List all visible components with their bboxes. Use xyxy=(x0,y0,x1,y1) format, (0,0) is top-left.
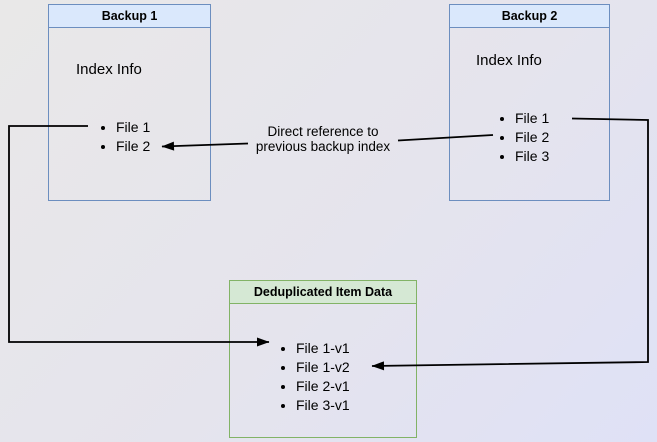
node-backup-2: Backup 2 Index Info File 1 File 2 File 3 xyxy=(449,4,610,201)
list-item: File 3-v1 xyxy=(296,396,350,415)
list-item: File 1 xyxy=(116,118,150,137)
backup-2-index-info-label: Index Info xyxy=(476,52,542,69)
node-deduplicated-item-data-title: Deduplicated Item Data xyxy=(230,281,416,304)
node-deduplicated-item-data: Deduplicated Item Data File 1-v1 File 1-… xyxy=(229,280,417,438)
dedup-file-list: File 1-v1 File 1-v2 File 2-v1 File 3-v1 xyxy=(296,339,350,415)
connector-label-line1: Direct reference to xyxy=(267,124,379,139)
backup-1-index-info-label: Index Info xyxy=(76,61,142,78)
list-item: File 1-v1 xyxy=(296,339,350,358)
list-item: File 2 xyxy=(515,128,549,147)
connector-label: Direct reference to previous backup inde… xyxy=(238,124,408,154)
list-item: File 1-v2 xyxy=(296,358,350,377)
node-backup-1: Backup 1 Index Info File 1 File 2 xyxy=(48,4,211,201)
node-backup-2-title: Backup 2 xyxy=(450,5,609,28)
backup-1-file-list: File 1 File 2 xyxy=(116,118,150,156)
list-item: File 3 xyxy=(515,147,549,166)
connector-label-line2: previous backup index xyxy=(255,139,391,154)
list-item: File 2 xyxy=(116,137,150,156)
backup-2-file-list: File 1 File 2 File 3 xyxy=(515,109,549,166)
list-item: File 1 xyxy=(515,109,549,128)
list-item: File 2-v1 xyxy=(296,377,350,396)
node-backup-1-title: Backup 1 xyxy=(49,5,210,28)
